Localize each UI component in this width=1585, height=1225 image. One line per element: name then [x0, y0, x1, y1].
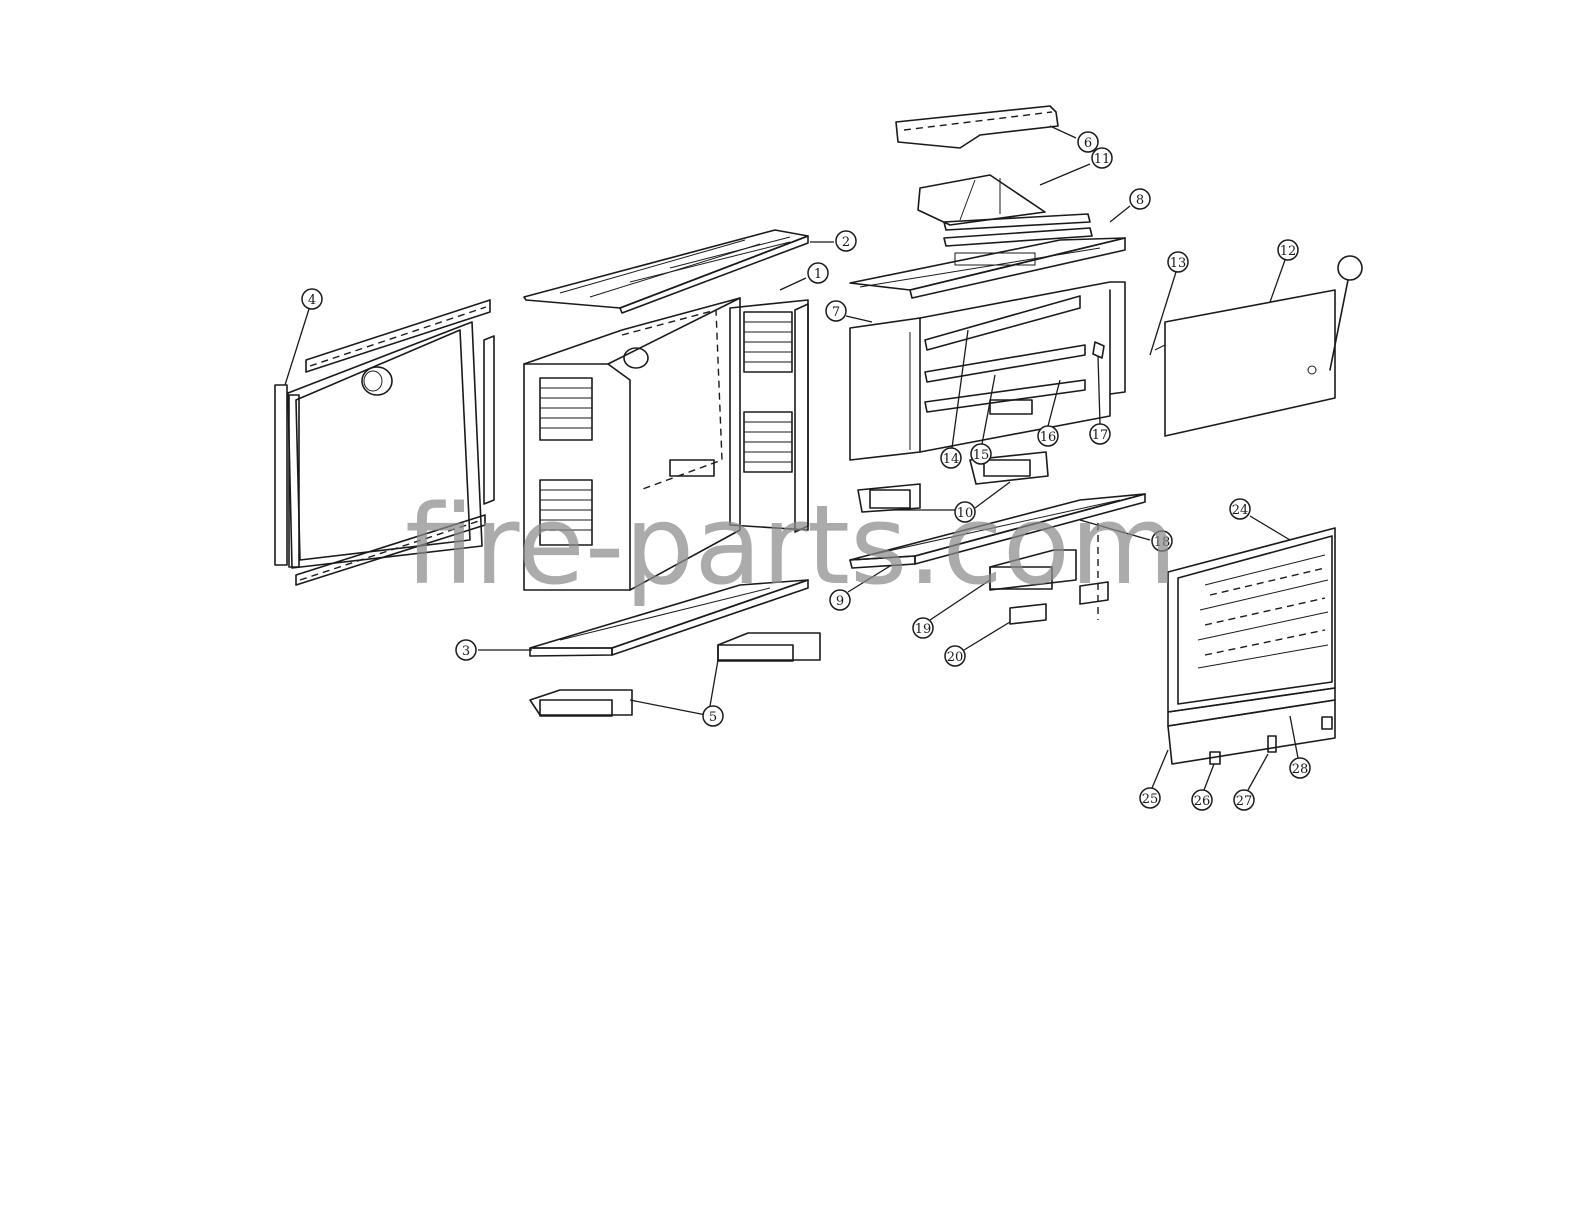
svg-text:16: 16: [1040, 430, 1057, 445]
callout-5: 5: [630, 660, 723, 726]
svg-text:2: 2: [842, 235, 850, 250]
callout-1: 1: [780, 263, 828, 290]
callout-27: 27: [1234, 754, 1268, 810]
front-frame-part-4: [275, 300, 494, 585]
callout-25: 25: [1140, 750, 1168, 808]
burner-shields-part-19-20: [990, 523, 1108, 624]
svg-text:24: 24: [1232, 503, 1249, 518]
svg-text:6: 6: [1084, 136, 1092, 151]
callout-16: 16: [1038, 380, 1060, 446]
svg-text:18: 18: [1154, 535, 1171, 550]
base-rail-part-9-18: [850, 494, 1145, 568]
callout-8: 8: [1110, 189, 1150, 222]
svg-text:7: 7: [832, 305, 840, 320]
svg-text:25: 25: [1142, 792, 1159, 807]
svg-text:26: 26: [1194, 794, 1211, 809]
svg-text:5: 5: [709, 710, 717, 725]
callout-24: 24: [1230, 499, 1290, 540]
svg-text:13: 13: [1170, 256, 1187, 271]
callout-17: 17: [1090, 356, 1110, 444]
svg-text:11: 11: [1094, 152, 1111, 167]
svg-text:12: 12: [1280, 244, 1297, 259]
svg-text:1: 1: [814, 267, 822, 282]
svg-text:10: 10: [957, 506, 974, 521]
callout-2: 2: [810, 231, 856, 251]
callout-19: 19: [913, 580, 990, 638]
svg-text:4: 4: [308, 293, 316, 308]
callout-18: 18: [1080, 520, 1172, 551]
callout-11: 11: [1040, 148, 1112, 185]
callout-20: 20: [945, 622, 1010, 666]
top-cap-part-6: [896, 106, 1058, 148]
callout-10: 10: [895, 482, 1010, 522]
cabinet-body-part-1: [524, 298, 808, 590]
callout-4: 4: [285, 289, 322, 385]
svg-text:3: 3: [462, 644, 470, 659]
back-panel-part-12-13: [1155, 256, 1362, 436]
svg-text:20: 20: [947, 650, 964, 665]
firebox-chamber-part-7: [850, 282, 1125, 460]
svg-text:17: 17: [1092, 428, 1109, 443]
callout-9: 9: [830, 566, 890, 610]
svg-text:28: 28: [1292, 762, 1309, 777]
callout-3: 3: [456, 640, 532, 660]
callout-12: 12: [1270, 240, 1298, 302]
chamber-top-part-8: [850, 214, 1125, 298]
callout-6: 6: [1050, 126, 1098, 152]
callout-13: 13: [1150, 252, 1188, 355]
callout-7: 7: [826, 301, 872, 322]
svg-text:14: 14: [943, 452, 960, 467]
callout-15: 15: [971, 375, 995, 464]
callout-28: 28: [1290, 716, 1310, 778]
svg-text:9: 9: [836, 594, 844, 609]
top-louver-panel-part-2: [524, 230, 808, 313]
svg-text:8: 8: [1136, 193, 1144, 208]
base-brackets-part-5: [530, 633, 820, 716]
callout-26: 26: [1192, 764, 1214, 810]
svg-text:19: 19: [915, 622, 932, 637]
svg-text:15: 15: [973, 448, 990, 463]
glass-door-part-24-28: [1168, 528, 1335, 764]
svg-text:27: 27: [1236, 794, 1253, 809]
